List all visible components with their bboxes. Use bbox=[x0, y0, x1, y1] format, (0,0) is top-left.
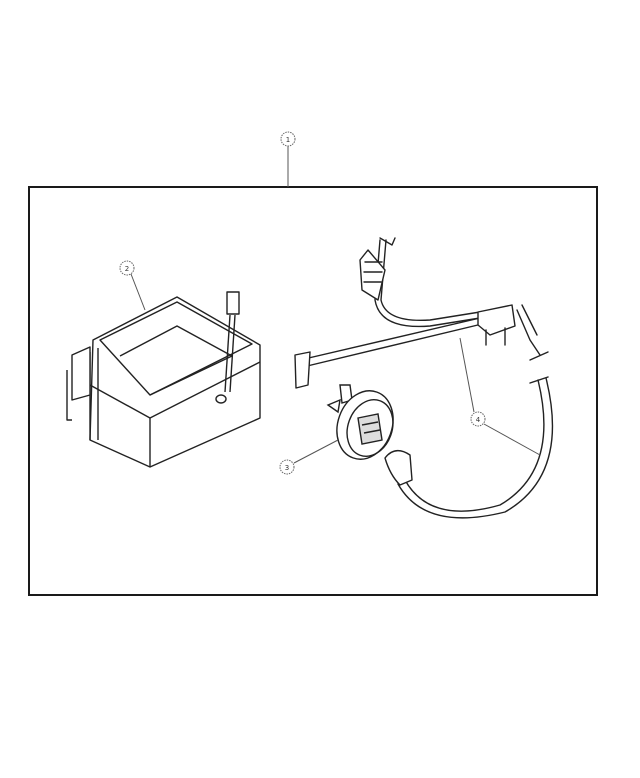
svg-text:2: 2 bbox=[125, 265, 129, 273]
callout-2: 2 bbox=[119, 260, 146, 311]
tray-container-part bbox=[66, 291, 261, 468]
diagram-frame bbox=[28, 186, 598, 596]
svg-text:4: 4 bbox=[476, 416, 481, 424]
svg-text:3: 3 bbox=[285, 464, 289, 472]
callout-4: 4 bbox=[459, 337, 541, 456]
callout-1: 1 bbox=[280, 131, 296, 187]
callout-3: 3 bbox=[279, 439, 339, 475]
svg-text:1: 1 bbox=[286, 136, 290, 144]
wiring-harness-part bbox=[294, 237, 554, 519]
connector-plug-part bbox=[326, 384, 394, 460]
